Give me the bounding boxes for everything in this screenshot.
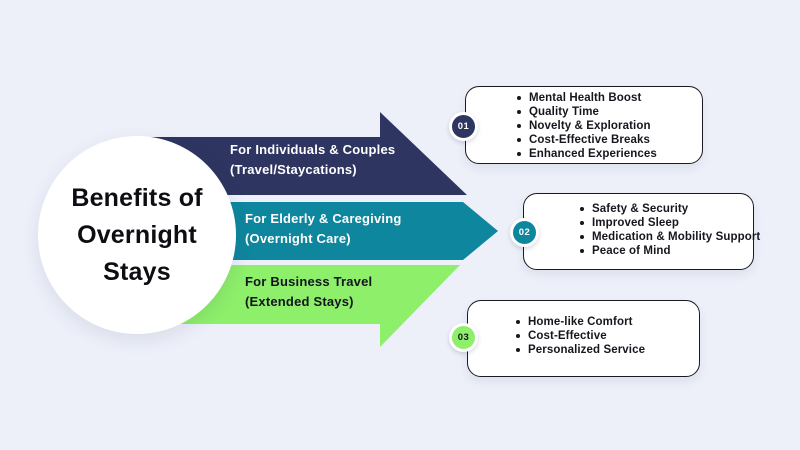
benefit-item: Cost-Effective	[514, 329, 691, 343]
benefit-item: Personalized Service	[514, 343, 691, 357]
benefit-list: Home-like Comfort Cost-Effective Persona…	[514, 315, 691, 357]
benefit-item: Mental Health Boost	[515, 91, 694, 105]
arrow-label-individuals: For Individuals & Couples (Travel/Stayca…	[230, 140, 395, 180]
page-title-line: Overnight	[77, 220, 197, 249]
arrow-label-line: For Elderly & Caregiving	[245, 211, 402, 226]
step-badge-02: 02	[510, 218, 539, 247]
benefit-box-individuals: Mental Health Boost Quality Time Novelty…	[465, 86, 703, 164]
arrow-label-line: (Extended Stays)	[245, 294, 354, 309]
arrow-shape-3	[150, 265, 460, 347]
page-title-line: Benefits of	[71, 183, 203, 212]
benefit-list: Mental Health Boost Quality Time Novelty…	[515, 91, 694, 161]
arrow-shape-2	[150, 202, 498, 260]
step-badge-01: 01	[449, 112, 478, 141]
benefit-item: Enhanced Experiences	[515, 147, 694, 161]
arrow-shape-1	[150, 112, 467, 195]
benefit-item: Cost-Effective Breaks	[515, 133, 694, 147]
arrow-label-line: (Overnight Care)	[245, 231, 351, 246]
benefit-item: Home-like Comfort	[514, 315, 691, 329]
benefit-item: Novelty & Exploration	[515, 119, 694, 133]
arrow-label-business: For Business Travel (Extended Stays)	[245, 272, 372, 312]
page-title-line: Stays	[103, 257, 171, 286]
arrow-label-line: For Business Travel	[245, 274, 373, 289]
arrow-label-line: (Travel/Staycations)	[230, 162, 357, 177]
benefit-item: Medication & Mobility Support	[578, 230, 760, 244]
benefit-item: Safety & Security	[578, 202, 745, 216]
arrow-label-elderly: For Elderly & Caregiving (Overnight Care…	[245, 209, 402, 249]
arrow-label-line: For Individuals & Couples	[230, 142, 396, 157]
step-badge-03: 03	[449, 323, 478, 352]
benefit-list: Safety & Security Improved Sleep Medicat…	[578, 202, 760, 258]
benefit-box-business: Home-like Comfort Cost-Effective Persona…	[467, 300, 700, 377]
hub-circle: Benefits of Overnight Stays	[38, 136, 236, 334]
page-title: Benefits of Overnight Stays	[71, 180, 202, 291]
benefit-item: Quality Time	[515, 105, 694, 119]
benefit-box-elderly: Safety & Security Improved Sleep Medicat…	[523, 193, 760, 270]
benefit-item: Peace of Mind	[578, 244, 745, 258]
benefit-item: Improved Sleep	[578, 216, 745, 230]
